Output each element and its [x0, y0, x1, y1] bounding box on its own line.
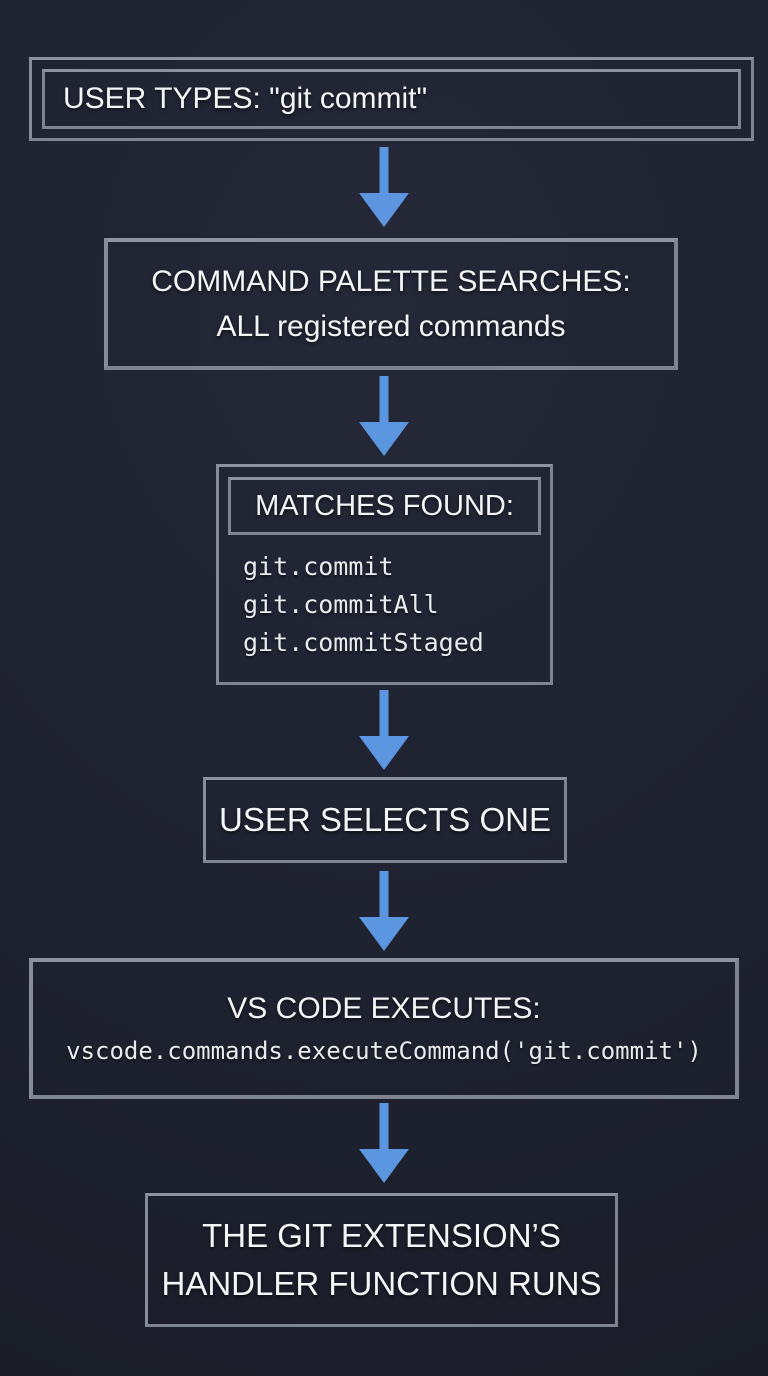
- arrow-down-icon: [359, 690, 409, 770]
- node-user-types: USER TYPES: "git commit": [29, 57, 754, 141]
- matches-found-title: MATCHES FOUND:: [255, 489, 514, 522]
- node-user-types-label: USER TYPES: "git commit": [63, 82, 428, 115]
- match-item: git.commitAll: [243, 590, 439, 619]
- node-user-selects: USER SELECTS ONE: [203, 777, 567, 863]
- node-user-selects-label: USER SELECTS ONE: [219, 801, 551, 838]
- node-user-types-inner-frame: USER TYPES: "git commit": [42, 69, 741, 129]
- arrow-down-icon: [359, 871, 409, 951]
- arrow-down-icon: [359, 376, 409, 456]
- node-vscode-executes-title: VS CODE EXECUTES:: [227, 992, 541, 1025]
- node-matches-found: MATCHES FOUND: git.commit git.commitAll …: [216, 464, 553, 685]
- arrow-down-icon: [359, 1103, 409, 1183]
- node-vscode-executes: VS CODE EXECUTES: vscode.commands.execut…: [29, 958, 739, 1099]
- matches-list: git.commit git.commitAll git.commitStage…: [243, 548, 541, 662]
- node-vscode-executes-code: vscode.commands.executeCommand('git.comm…: [66, 1037, 702, 1065]
- node-handler-runs: THE GIT EXTENSION’S HANDLER FUNCTION RUN…: [145, 1193, 618, 1327]
- match-item: git.commit: [243, 552, 394, 581]
- node-palette-searches: COMMAND PALETTE SEARCHES: ALL registered…: [104, 238, 678, 370]
- node-palette-searches-line2: ALL registered commands: [216, 310, 566, 343]
- match-item: git.commitStaged: [243, 628, 484, 657]
- arrow-down-icon: [359, 147, 409, 227]
- node-handler-runs-line1: THE GIT EXTENSION’S: [202, 1217, 561, 1254]
- matches-found-title-frame: MATCHES FOUND:: [228, 477, 541, 535]
- node-handler-runs-line2: HANDLER FUNCTION RUNS: [161, 1265, 602, 1302]
- node-palette-searches-line1: COMMAND PALETTE SEARCHES:: [151, 265, 631, 298]
